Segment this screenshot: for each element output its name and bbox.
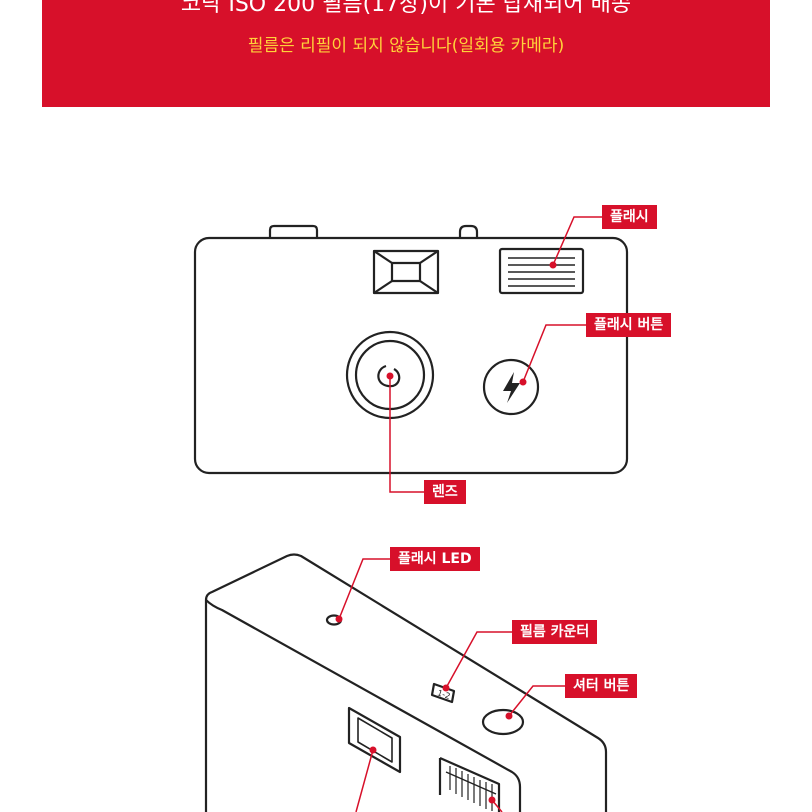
label-flash-button: 플래시 버튼: [586, 313, 672, 337]
camera-isometric: [204, 553, 608, 812]
film-counter-digits: 1-2: [436, 688, 451, 701]
label-shutter-button: 셔터 버튼: [565, 674, 638, 698]
shutter-button-icon: [481, 708, 525, 736]
camera-front: [193, 224, 629, 475]
top-button-right: [458, 224, 479, 238]
label-flash: 플래시: [602, 205, 657, 229]
film-wheel-icon: [438, 756, 501, 812]
banner-subtitle: 필름은 리필이 되지 않습니다(일회용 카메라): [247, 36, 565, 56]
viewfinder-side-icon: [347, 706, 402, 774]
label-film-counter: 필름 카운터: [512, 620, 598, 644]
label-flash-led: 플래시 LED: [390, 547, 480, 571]
label-lens: 렌즈: [424, 480, 466, 504]
camera-body: [193, 236, 629, 475]
flash-button-icon: [482, 358, 540, 416]
banner-title: 코닥 ISO 200 필름(17장)이 기본 탑재되어 배송: [180, 0, 632, 17]
camera-top-face: [204, 553, 608, 753]
flash-window-icon: [498, 247, 585, 295]
header-banner: 코닥 ISO 200 필름(17장)이 기본 탑재되어 배송 필름은 리필이 되…: [42, 0, 770, 107]
top-button-left: [268, 224, 319, 238]
viewfinder-icon: [372, 249, 440, 295]
